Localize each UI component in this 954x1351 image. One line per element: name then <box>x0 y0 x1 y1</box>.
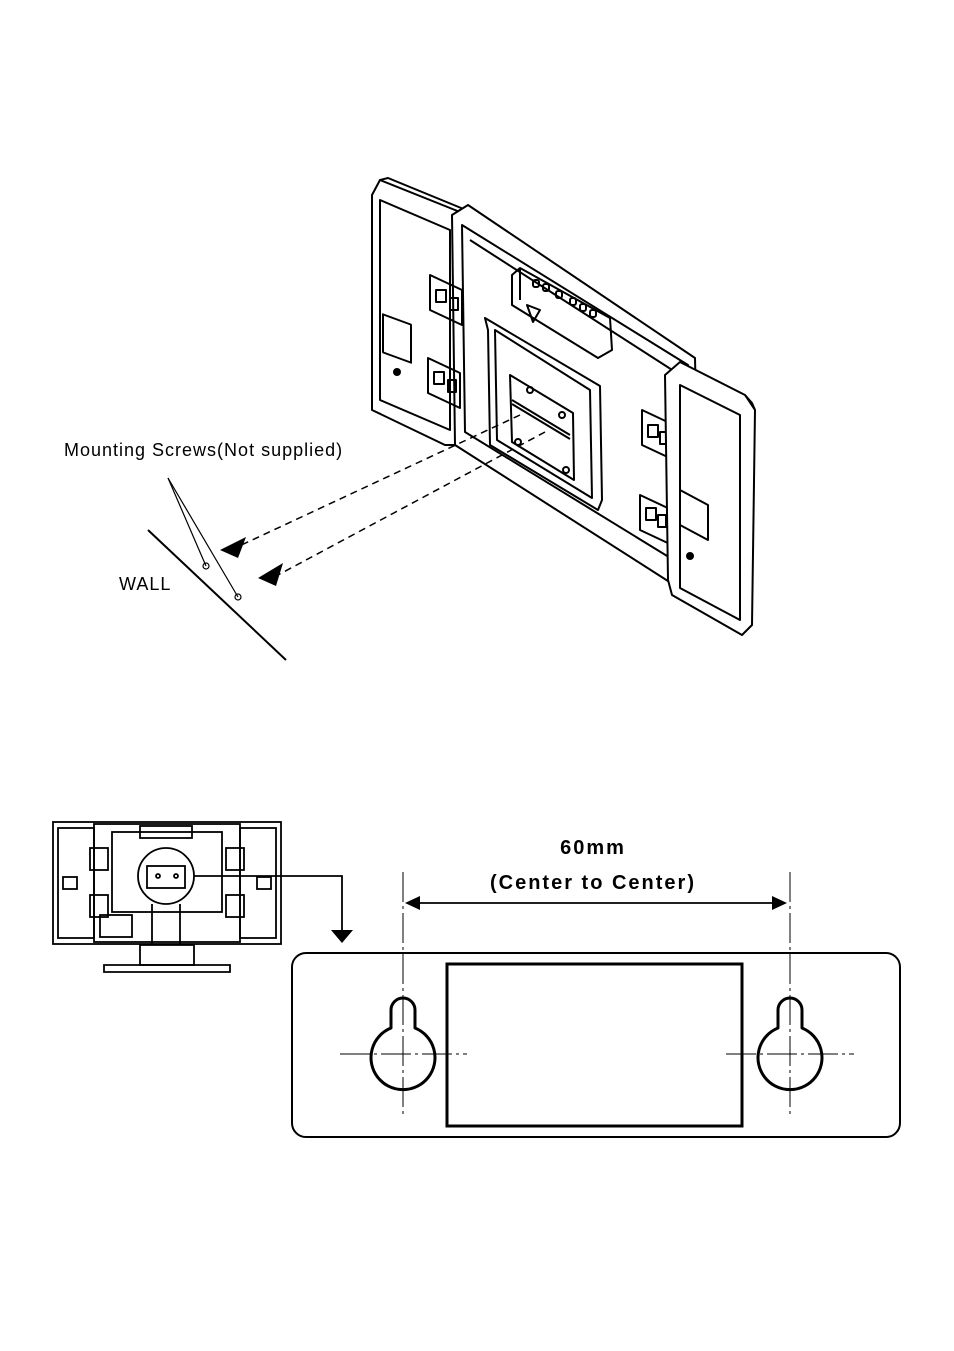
mounting-plate <box>292 953 900 1137</box>
dimension-label: 60mm <box>560 837 626 859</box>
dimension-note: (Center to Center) <box>490 872 696 894</box>
right-speaker <box>665 362 755 635</box>
wall-line <box>148 530 286 660</box>
screw-arrowheads <box>220 537 283 586</box>
callout-leaders <box>168 478 238 597</box>
vesa-detail: 60mm (Center to Center) <box>292 837 900 1137</box>
mounting-screws-label: Mounting Screws(Not supplied) <box>64 440 343 460</box>
screw-markers <box>203 563 241 600</box>
monitor-thumbnail <box>53 822 281 972</box>
monitor-rear-view <box>372 178 755 635</box>
dimension-arrow <box>405 896 787 910</box>
wall-label: WALL <box>119 574 171 594</box>
monitor-body <box>428 205 700 590</box>
